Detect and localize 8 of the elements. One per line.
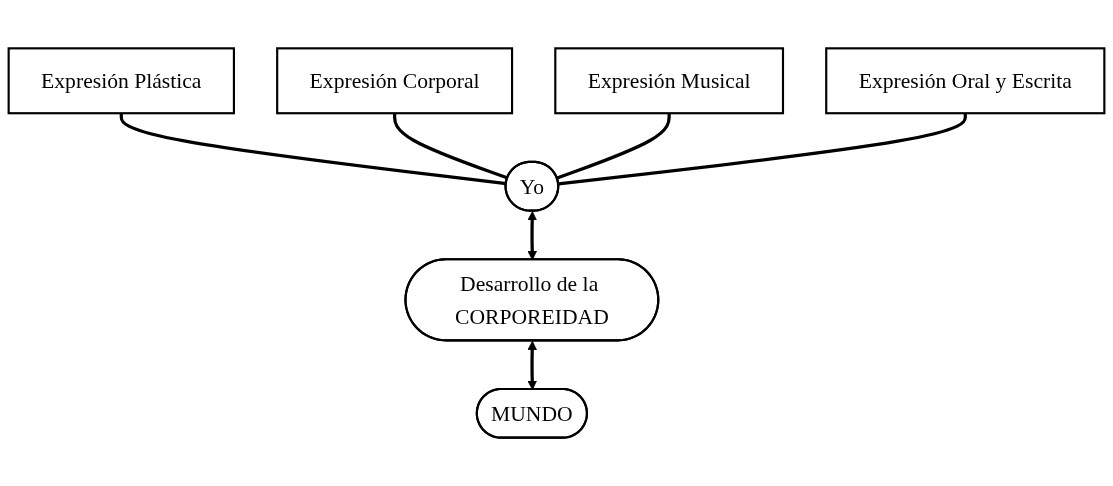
connector	[393, 113, 509, 180]
connector	[558, 113, 967, 186]
connector	[119, 113, 507, 186]
node-box: Expresión Oral y Escrita	[825, 47, 1106, 115]
connector	[556, 113, 671, 180]
node-box: Expresión Plástica	[7, 47, 235, 115]
node-box: Expresión Corporal	[276, 47, 514, 115]
node-box: Expresión Musical	[554, 47, 785, 115]
